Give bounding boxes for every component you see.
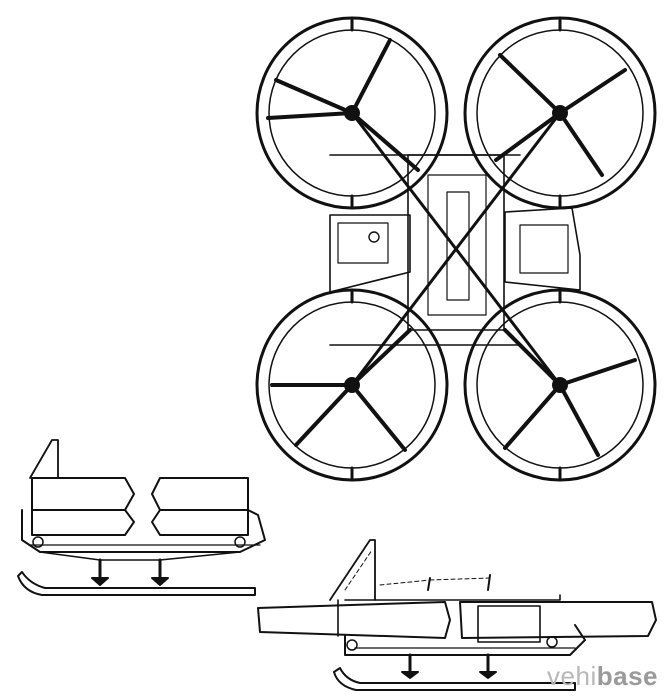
rotor-bottom-right xyxy=(463,288,657,482)
side-view xyxy=(257,539,657,691)
rails-top xyxy=(329,154,521,346)
rotor-bottom-left xyxy=(255,288,449,482)
rotor-top-left xyxy=(255,16,449,210)
watermark-part1: vehi xyxy=(547,661,597,691)
side-rotor-ducts xyxy=(257,601,657,639)
watermark-part2: base xyxy=(596,661,658,691)
booms-top xyxy=(350,111,562,387)
front-view xyxy=(17,439,266,596)
top-view xyxy=(255,16,657,482)
rotor-top-right xyxy=(463,16,657,210)
watermark-logo: vehibase xyxy=(547,661,658,692)
front-rotor-ducts xyxy=(31,477,249,536)
